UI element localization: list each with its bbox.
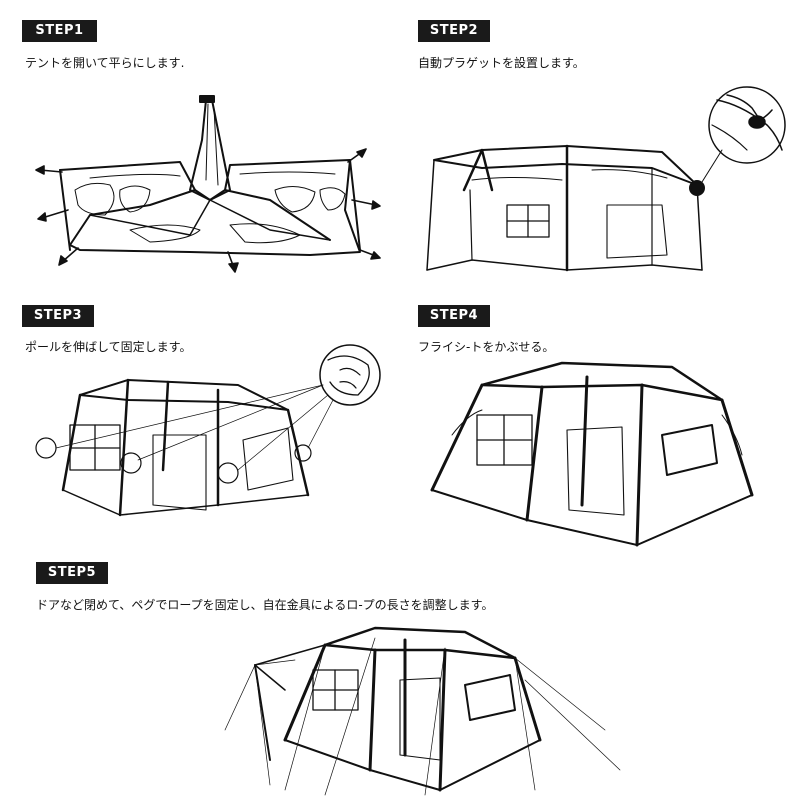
step2-auto-bracket-tent-illustration <box>426 86 786 272</box>
step3-pole-extended-tent-illustration <box>35 344 381 517</box>
step3-badge: STEP3 <box>22 305 94 327</box>
step1-caption: テントを開いて平らにします. <box>25 56 185 70</box>
step4-caption: フライシ-トをかぶせる。 <box>418 340 555 354</box>
step1-badge: STEP1 <box>22 20 97 42</box>
step1-flattened-tent-illustration <box>35 95 381 273</box>
step4-rainfly-covered-tent-illustration <box>430 361 754 547</box>
step2-caption: 自動プラゲットを設置します。 <box>418 56 585 70</box>
step5-caption: ドアなど閉めて、ペグでロープを固定し、自在金具によるロ-プの長さを調整します。 <box>36 598 494 612</box>
step5-badge: STEP5 <box>36 562 108 584</box>
step5-guyed-tent-illustration <box>224 626 621 796</box>
step3-caption: ポールを伸ばして固定します。 <box>25 340 192 354</box>
step2-badge: STEP2 <box>418 20 490 42</box>
step4-badge: STEP4 <box>418 305 490 327</box>
